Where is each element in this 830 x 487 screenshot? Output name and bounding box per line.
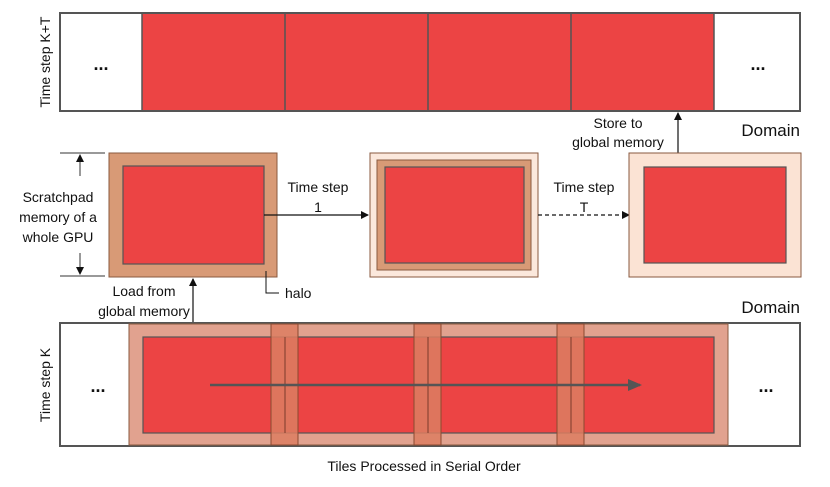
bottom-caption: Tiles Processed in Serial Order: [327, 458, 521, 474]
top-left-ellipsis: ...: [93, 54, 108, 74]
time-step-k-label: Time step K: [37, 347, 53, 422]
scratchpad-label-line3: whole GPU: [22, 229, 94, 245]
bottom-domain-label: Domain: [741, 298, 800, 317]
store-label-line1: Store to: [593, 115, 642, 131]
top-right-ellipsis: ...: [750, 54, 765, 74]
load-label-line1: Load from: [112, 283, 175, 299]
halo-label: halo: [285, 285, 312, 301]
top-domain: ... ... Time step K+T Domain: [37, 12, 801, 140]
scratchpad-tile-3: [628, 152, 802, 278]
scratchpad-bracket: [60, 152, 105, 277]
time-step-1-label-line1: Time step: [288, 179, 349, 195]
bottom-right-ellipsis: ...: [758, 376, 773, 396]
scratchpad-tile-2: [369, 152, 539, 278]
time-step-t-label-line1: Time step: [554, 179, 615, 195]
store-label-line2: global memory: [572, 134, 664, 150]
bottom-left-ellipsis: ...: [90, 376, 105, 396]
scratchpad-tile-1: [108, 152, 278, 278]
time-step-t-label-line2: T: [580, 199, 589, 215]
halo-callout-line: [265, 271, 279, 294]
top-domain-label: Domain: [741, 121, 800, 140]
scratchpad-label-line1: Scratchpad: [23, 189, 94, 205]
time-step-k-plus-t-label: Time step K+T: [37, 16, 53, 107]
time-step-1-label-line2: 1: [314, 199, 322, 215]
tile-core: [384, 166, 525, 264]
bottom-domain: ... ... Time step K: [37, 322, 801, 447]
tile-core: [122, 165, 265, 265]
scratchpad-label-line2: memory of a: [19, 209, 97, 225]
load-label-line2: global memory: [98, 303, 190, 319]
tile-core: [643, 166, 787, 264]
